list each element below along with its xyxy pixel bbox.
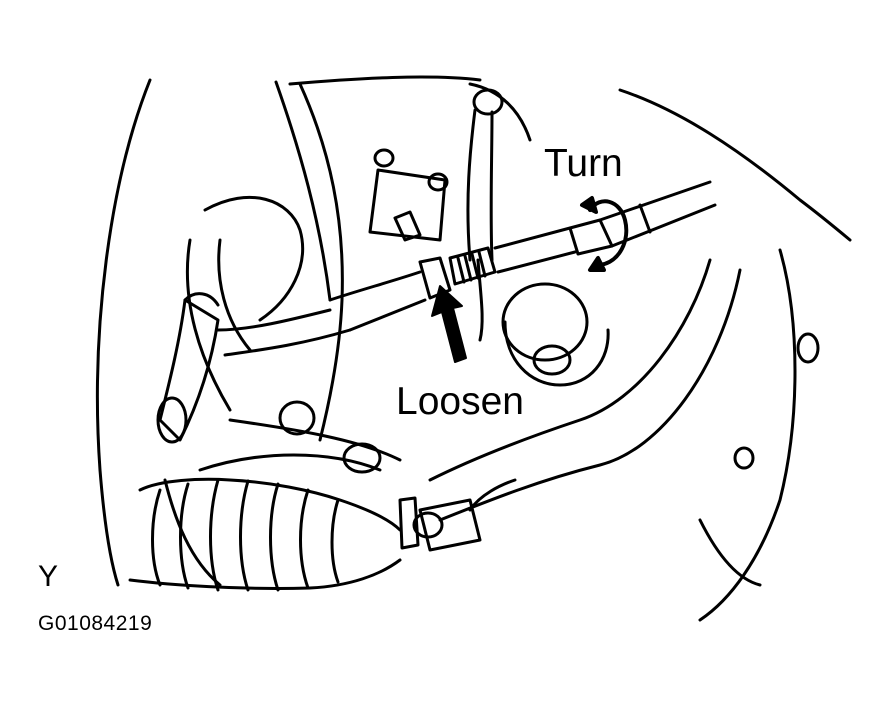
- loosen-arrow-icon: [431, 285, 467, 363]
- cv-boot: [128, 477, 402, 592]
- view-label: Y: [38, 560, 59, 593]
- turn-arrow-icon: [580, 196, 629, 272]
- strut-assembly: [368, 82, 610, 387]
- steering-knuckle: [163, 75, 482, 587]
- loosen-label: Loosen: [396, 380, 524, 423]
- figure-code: G01084219: [38, 612, 153, 635]
- tie-rod: [328, 180, 717, 332]
- fender-panel: [618, 88, 852, 622]
- turn-label: Turn: [544, 142, 623, 185]
- wheel-arc: [95, 78, 332, 587]
- tie-rod-end: [156, 292, 352, 444]
- lower-control-arm: [398, 258, 742, 552]
